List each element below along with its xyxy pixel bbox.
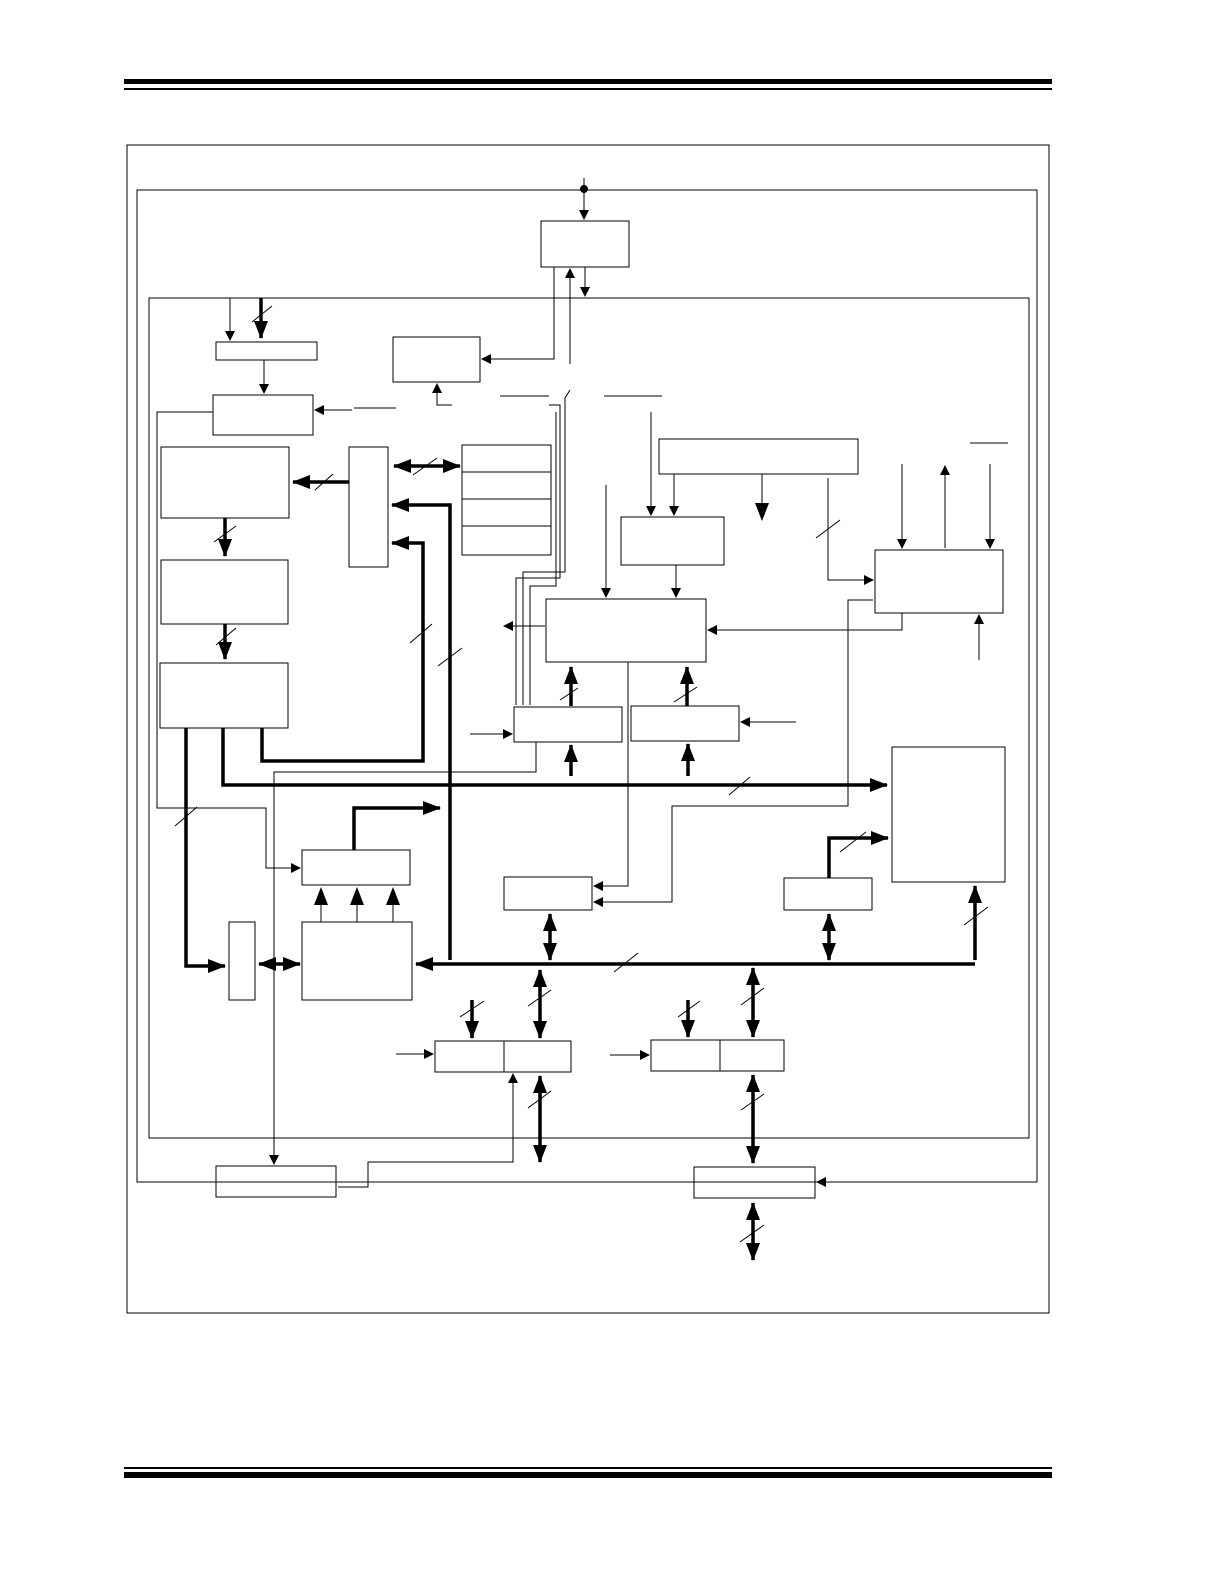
- wire-right-to-status: [593, 599, 873, 907]
- top-node: [580, 185, 588, 193]
- bus-stage3-loop: [260, 536, 425, 763]
- block-port-b-2: [719, 1039, 785, 1072]
- bus-stage3-to-peripheral: [221, 728, 888, 792]
- device-boundary: [136, 189, 1038, 1183]
- slash-2: [314, 473, 334, 491]
- wire-status-to-main: [593, 662, 629, 891]
- block-stage-3: [159, 662, 289, 729]
- block-memory: [160, 446, 290, 519]
- slash-5: [215, 627, 237, 646]
- block-port-b-1: [650, 1039, 721, 1072]
- slash-7: [437, 647, 463, 667]
- wire-bundle-3: [529, 412, 557, 705]
- block-right-small: [783, 877, 873, 911]
- block-control-main: [545, 598, 707, 663]
- footer-rule-thin: [124, 1467, 1052, 1469]
- wire-bundle-2: [522, 389, 571, 705]
- slash-19: [740, 987, 765, 1006]
- slash-1: [251, 305, 273, 323]
- footer-rule-thick: [124, 1472, 1052, 1478]
- slash-10: [673, 686, 698, 703]
- wire-counter-loop: [156, 411, 301, 873]
- bus-decoder-out: [352, 801, 441, 850]
- block-mux-small: [228, 921, 256, 1001]
- wire-reg-to-bottom: [269, 742, 537, 1165]
- wire-bottom-left-to-port: [338, 1073, 518, 1188]
- slash-20: [527, 1090, 552, 1109]
- block-mux-tall: [348, 446, 389, 568]
- block-stack: [461, 444, 552, 556]
- block-status: [503, 876, 593, 911]
- slash-17: [527, 989, 552, 1007]
- block-port-a-1: [434, 1040, 505, 1073]
- header-rule-thin: [124, 88, 1052, 90]
- wire-top-to-upper-mid: [481, 267, 555, 364]
- block-decoder: [301, 849, 411, 886]
- slash-16: [459, 1000, 485, 1018]
- slash-3: [412, 457, 438, 476]
- block-port-a-2: [503, 1040, 572, 1073]
- core-boundary: [148, 297, 1030, 1139]
- block-stage-2: [160, 559, 289, 625]
- figure-frame: [126, 144, 1050, 1314]
- slash-12: [174, 806, 198, 827]
- slash-6: [409, 623, 433, 644]
- block-upper-mid: [392, 336, 481, 383]
- block-reg-right: [630, 705, 740, 742]
- block-bottom-right: [693, 1166, 816, 1199]
- slash-11: [728, 776, 751, 796]
- wire-outer-right-loop: [816, 190, 1038, 1187]
- slash-14: [963, 906, 989, 926]
- block-input-bar: [215, 341, 318, 361]
- bus-right-small-to-periph: [827, 831, 889, 878]
- block-reg-left: [513, 706, 623, 743]
- wire-bundle-1: [515, 404, 561, 705]
- slash-4: [213, 525, 237, 543]
- wire-right-to-main: [707, 613, 903, 635]
- block-top-center: [540, 220, 630, 268]
- slash-13: [839, 831, 867, 853]
- slash-22: [739, 1224, 765, 1243]
- wire-upper-mid-return: [432, 383, 452, 406]
- slash-15: [613, 952, 639, 973]
- header-rule-thick: [124, 79, 1052, 84]
- slash-8: [815, 519, 841, 539]
- bus-stage3-to-mux-small: [184, 728, 226, 973]
- block-right-upper: [874, 549, 1004, 614]
- bus-data-to-mux: [391, 498, 452, 960]
- slash-9: [559, 687, 579, 701]
- block-wide-top: [658, 438, 859, 475]
- slash-18: [677, 1000, 701, 1018]
- slash-21: [740, 1093, 765, 1111]
- block-bottom-left: [215, 1165, 337, 1198]
- block-control-small: [620, 516, 725, 566]
- wire-wide-to-right: [827, 478, 874, 585]
- block-peripheral-large: [891, 746, 1006, 883]
- block-alu: [301, 921, 413, 1001]
- block-counter: [212, 394, 314, 436]
